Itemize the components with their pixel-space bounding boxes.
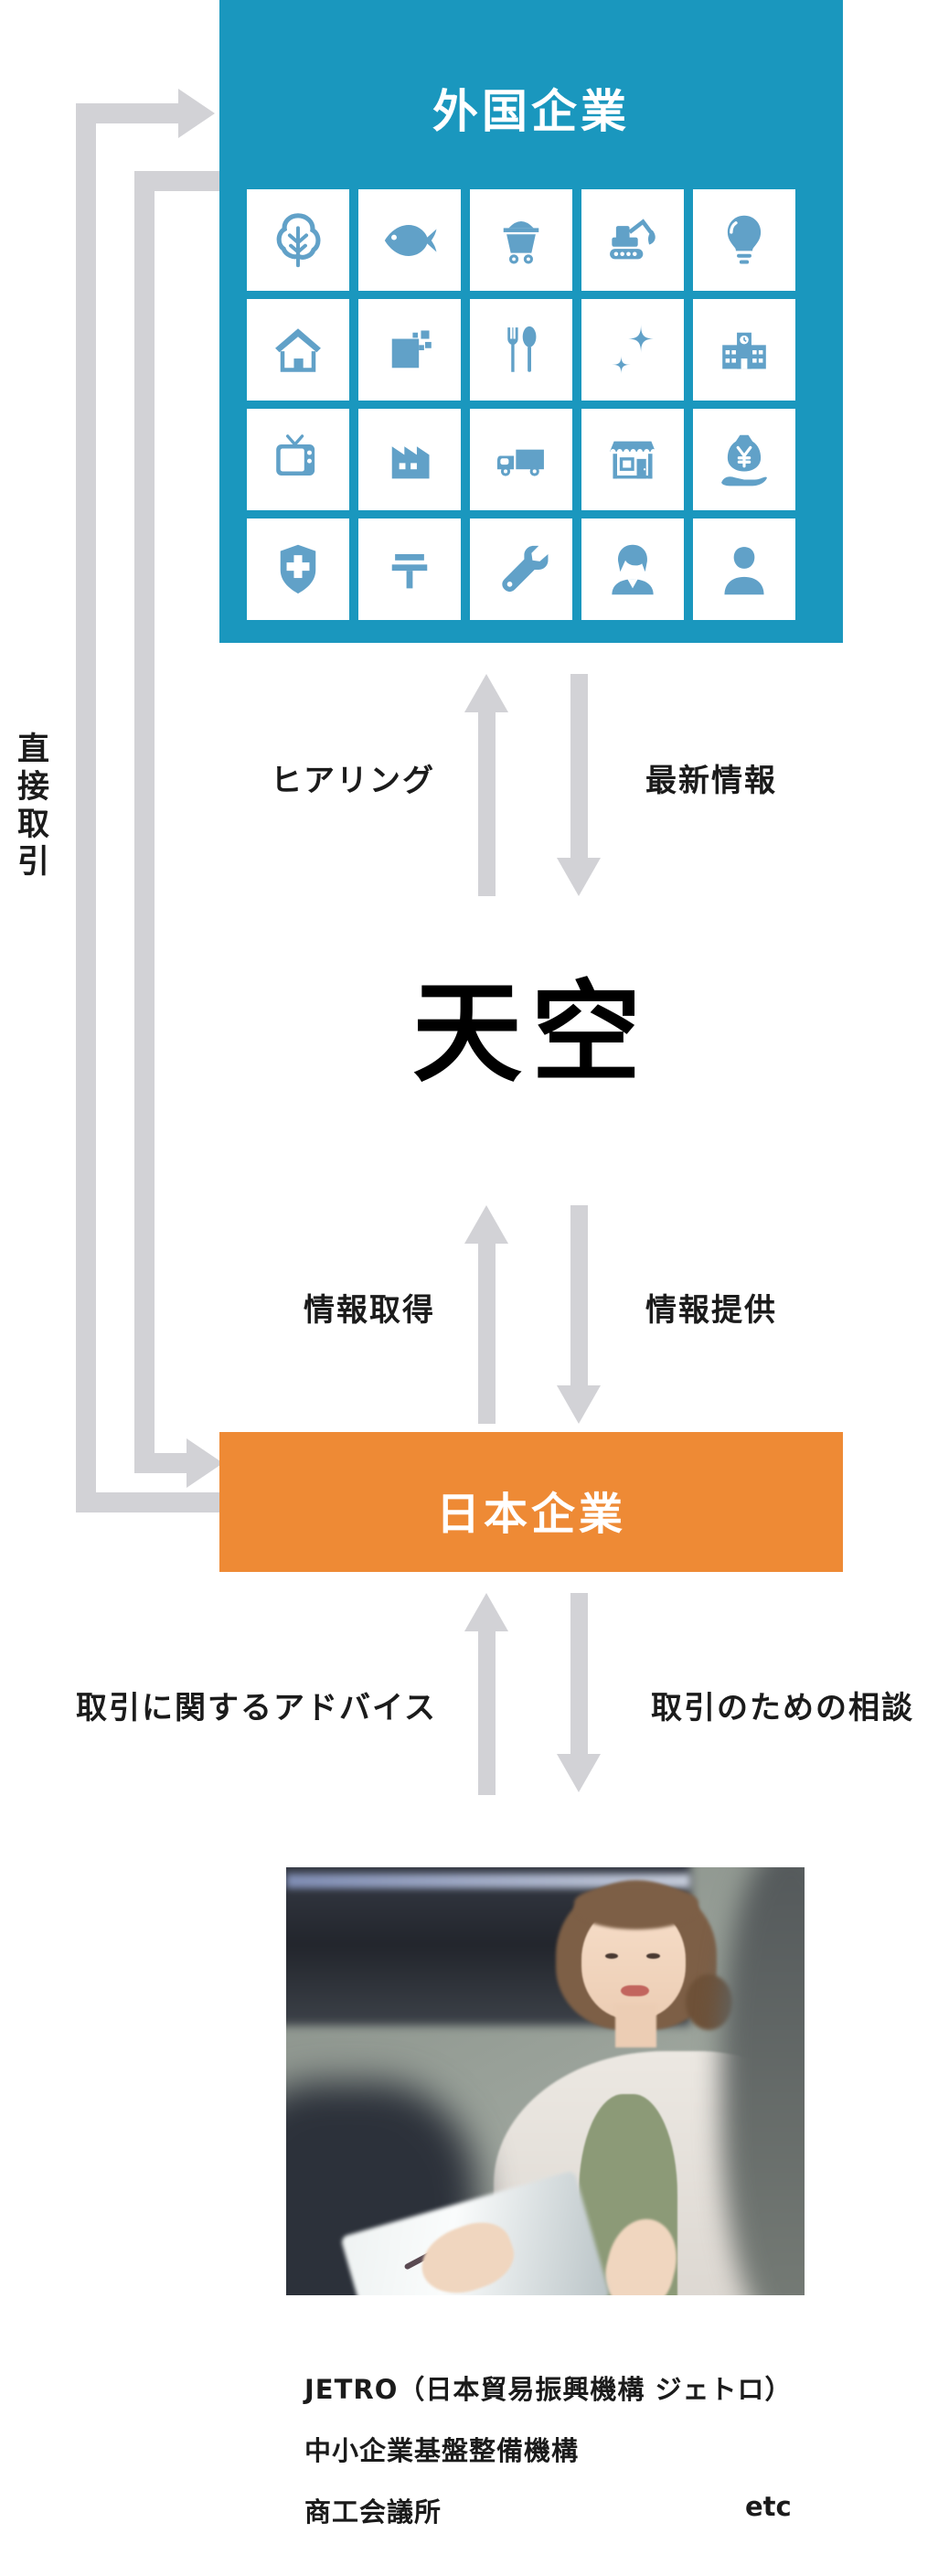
etc-label: etc <box>745 2491 792 2522</box>
direct-deal-inner-vertical-line <box>134 171 155 1473</box>
flow-support-down-label: 取引のための相談 <box>651 1690 914 1726</box>
medical-shield-icon <box>247 518 349 620</box>
direct-deal-arrowhead-into-japan-icon <box>187 1438 223 1488</box>
light-bulb-icon <box>693 189 795 291</box>
foreign-companies-title: 外国企業 <box>432 85 630 138</box>
photo-woman-fringe <box>573 1887 698 1929</box>
truck-icon <box>470 409 572 510</box>
sparkles-icon <box>581 299 684 401</box>
flow-japan-down-label: 情報提供 <box>645 1292 777 1329</box>
direct-deal-outer-top-line <box>76 103 178 123</box>
photo-woman-eye-left <box>604 1952 619 1960</box>
foreign-companies-box: 外国企業 <box>219 0 843 643</box>
company-name: 天空 <box>412 968 650 1097</box>
flow-support-up-label: 取引に関するアドバイス <box>76 1690 437 1726</box>
money-yen-hand-icon <box>693 409 795 510</box>
wrench-icon <box>470 518 572 620</box>
flow-foreign-up-label: ヒアリング <box>271 763 435 799</box>
support-org-smrj: 中小企業基盤整備機構 <box>304 2435 580 2466</box>
support-org-chamber: 商工会議所 <box>304 2496 442 2528</box>
photo-woman-eye-right <box>646 1952 660 1960</box>
flow-japan-up-label: 情報取得 <box>304 1292 435 1329</box>
person-icon <box>693 518 795 620</box>
photo-blurred-person <box>721 1867 805 2295</box>
direct-deal-inner-bottom-line <box>134 1453 187 1473</box>
industry-icon-grid <box>247 189 795 620</box>
fish-icon <box>358 189 461 291</box>
japan-companies-title: 日本企業 <box>435 1489 626 1540</box>
postal-mark-icon <box>358 518 461 620</box>
factory-icon <box>358 409 461 510</box>
direct-deal-arrowhead-into-foreign-icon <box>178 89 215 138</box>
tree-icon <box>247 189 349 291</box>
support-org-jetro: JETRO（日本貿易振興機構 ジェトロ） <box>304 2374 793 2405</box>
digital-blocks-icon <box>358 299 461 401</box>
photo-screen-glow <box>286 1874 691 1889</box>
photo-woman-neck <box>615 2004 657 2047</box>
school-icon <box>693 299 795 401</box>
tv-icon <box>247 409 349 510</box>
photo-woman-mouth <box>620 1984 649 1996</box>
japan-companies-box: 日本企業 <box>219 1432 843 1572</box>
businesswoman-icon <box>581 518 684 620</box>
excavator-icon <box>581 189 684 291</box>
direct-deal-inner-top-line <box>134 171 219 191</box>
flow-foreign-down-label: 最新情報 <box>645 763 777 799</box>
mine-cart-icon <box>470 189 572 291</box>
direct-deal-outer-bottom-line <box>76 1492 219 1512</box>
store-icon <box>581 409 684 510</box>
direct-deal-label: 直接取引 <box>12 732 48 882</box>
direct-deal-outer-vertical-line <box>76 103 96 1512</box>
house-icon <box>247 299 349 401</box>
consultant-photo <box>286 1867 805 2295</box>
fork-spoon-icon <box>470 299 572 401</box>
